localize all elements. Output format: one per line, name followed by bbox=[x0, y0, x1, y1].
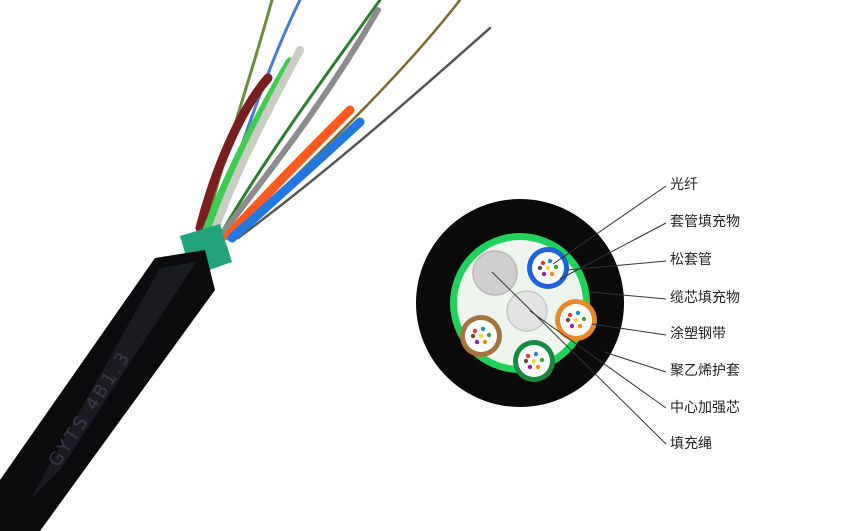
loose-tube-green bbox=[513, 340, 555, 382]
label-fiber: 光纤 bbox=[670, 177, 698, 193]
fiber-strands bbox=[195, 0, 492, 243]
cable-photo: GYTS 4B1.3 bbox=[0, 0, 492, 531]
label-filler-rope: 填充绳 bbox=[670, 436, 712, 452]
label-loose-tube: 松套管 bbox=[670, 252, 712, 268]
label-tube-filler: 套管填充物 bbox=[670, 214, 740, 230]
label-cable-filler: 缆芯填充物 bbox=[670, 290, 740, 306]
label-central-strength-member: 中心加强芯 bbox=[670, 400, 740, 416]
central-strength-member bbox=[506, 290, 548, 332]
filler-rope bbox=[472, 250, 518, 296]
loose-tube-orange bbox=[555, 299, 597, 341]
loose-tube-brown bbox=[460, 315, 502, 357]
label-pe-sheath: 聚乙烯护套 bbox=[670, 363, 740, 379]
loose-tube-blue bbox=[527, 247, 569, 289]
leader-lines bbox=[491, 185, 667, 445]
label-coated-steel-tape: 涂塑钢带 bbox=[670, 326, 726, 342]
sheath-highlight bbox=[30, 262, 196, 500]
cross-section bbox=[416, 185, 667, 445]
